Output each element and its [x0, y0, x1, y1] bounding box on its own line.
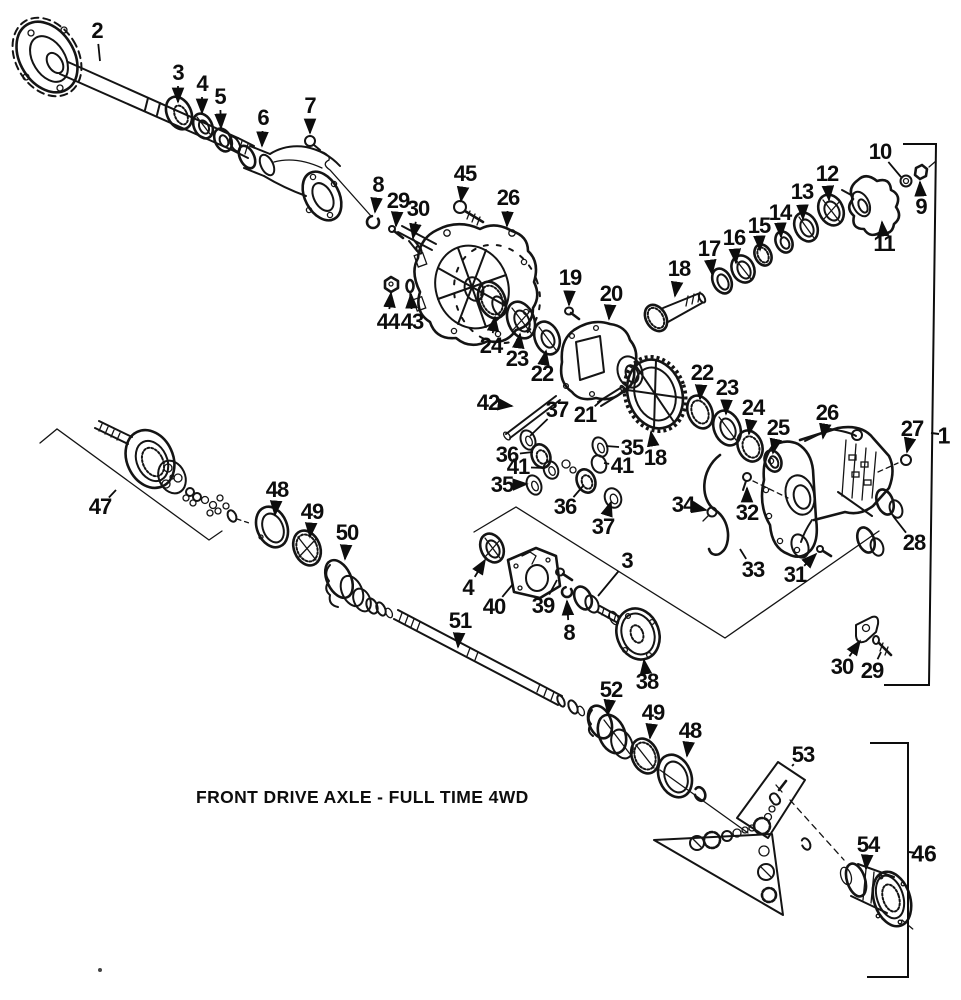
leader-line-13-33: [796, 204, 809, 221]
part-axle-shaft-51: [393, 609, 586, 717]
leader-line-40-58: [501, 583, 514, 598]
leader-line-36-26: [572, 485, 584, 498]
leader-line-53-66: [791, 763, 795, 767]
part-boot-group-left: [254, 505, 394, 619]
leader-line-47-52: [108, 489, 117, 499]
leader-line-38-62: [639, 658, 653, 676]
leader-line-3-61: [597, 570, 620, 597]
leader-line-23-16: [512, 332, 525, 350]
part-axle-shaft: [11, 16, 255, 159]
part-pinion-train: [643, 160, 937, 333]
part-locking-hub: [839, 862, 915, 931]
leader-line-51-56: [452, 632, 466, 649]
part-cv-joint-kit: [39, 420, 253, 541]
leader-line-50-55: [339, 544, 353, 561]
leader-line-30-8: [409, 221, 422, 240]
speck: [98, 968, 102, 972]
bracket-tick-46: [908, 851, 917, 854]
leader-line-6-4: [256, 130, 269, 148]
leader-line-22-17: [537, 349, 550, 367]
part-diff-case-group: [476, 280, 644, 441]
leader-line-34-45: [690, 500, 708, 514]
leader-line-2-0: [97, 43, 101, 62]
leader-line-49-64: [645, 722, 658, 740]
leader-line-54-67: [860, 854, 874, 871]
leader-line-25-42: [769, 437, 783, 455]
leader-line-42-18: [496, 397, 514, 411]
leader-line-41-22: [530, 466, 546, 469]
group-bracket-46: [867, 742, 909, 978]
group-outline-v: [473, 506, 880, 639]
leader-line-10-35: [887, 161, 902, 178]
leader-line-49-54: [304, 522, 318, 539]
leader-line-41-25: [603, 462, 610, 465]
leader-line-48-65: [682, 740, 695, 758]
leader-line-29-51: [876, 651, 882, 660]
bracket-tick-1: [930, 432, 940, 435]
leader-line-27-44: [903, 436, 917, 454]
leader-line-28-49: [892, 515, 907, 534]
leader-line-36-21: [519, 451, 534, 455]
leader-line-37-19: [529, 418, 549, 437]
part-repair-kit: [653, 761, 845, 916]
part-knuckle: [237, 135, 372, 222]
leader-line-12-34: [821, 185, 835, 202]
diagram-title: FRONT DRIVE AXLE - FULL TIME 4WD: [196, 787, 529, 807]
part-output-flange-group: [478, 532, 661, 661]
leader-line-20-14: [603, 304, 617, 321]
part-ring-gear: [622, 354, 688, 434]
leader-line-33-47: [739, 548, 747, 560]
leader-line-23-40: [720, 399, 733, 416]
leader-line-48-53: [269, 500, 283, 517]
leader-line-16-30: [728, 248, 742, 265]
leader-line-24-41: [744, 418, 758, 436]
leader-line-26-12: [501, 210, 514, 228]
leader-line-22-39: [694, 384, 708, 401]
leader-line-39-59: [548, 579, 558, 595]
leader-line-5-3: [214, 109, 227, 130]
leader-line-44-9: [383, 291, 396, 310]
leader-line-52-63: [603, 698, 617, 716]
leader-line-4-57: [472, 558, 486, 578]
leader-line-18-28: [670, 280, 684, 298]
leader-line-24-15: [486, 315, 500, 334]
leader-line-35-24: [605, 445, 620, 448]
leader-line-30-50: [846, 639, 862, 657]
leader-line-19-13: [563, 290, 576, 307]
leader-line-18-38: [646, 430, 660, 448]
leader-line-11-37: [877, 220, 890, 237]
group-bracket-1: [884, 143, 938, 686]
leader-line-21-20: [594, 397, 605, 408]
leader-line-8-6: [370, 196, 383, 214]
leader-line-29-7: [390, 211, 404, 228]
leader-line-31-48: [801, 552, 818, 569]
leader-line-43-10: [405, 292, 418, 310]
leader-line-37-27: [600, 500, 613, 518]
leader-line-26-43: [819, 422, 832, 440]
leader-line-8-60: [561, 599, 575, 621]
leader-line-17-29: [704, 258, 717, 276]
leader-line-45-11: [456, 185, 470, 203]
